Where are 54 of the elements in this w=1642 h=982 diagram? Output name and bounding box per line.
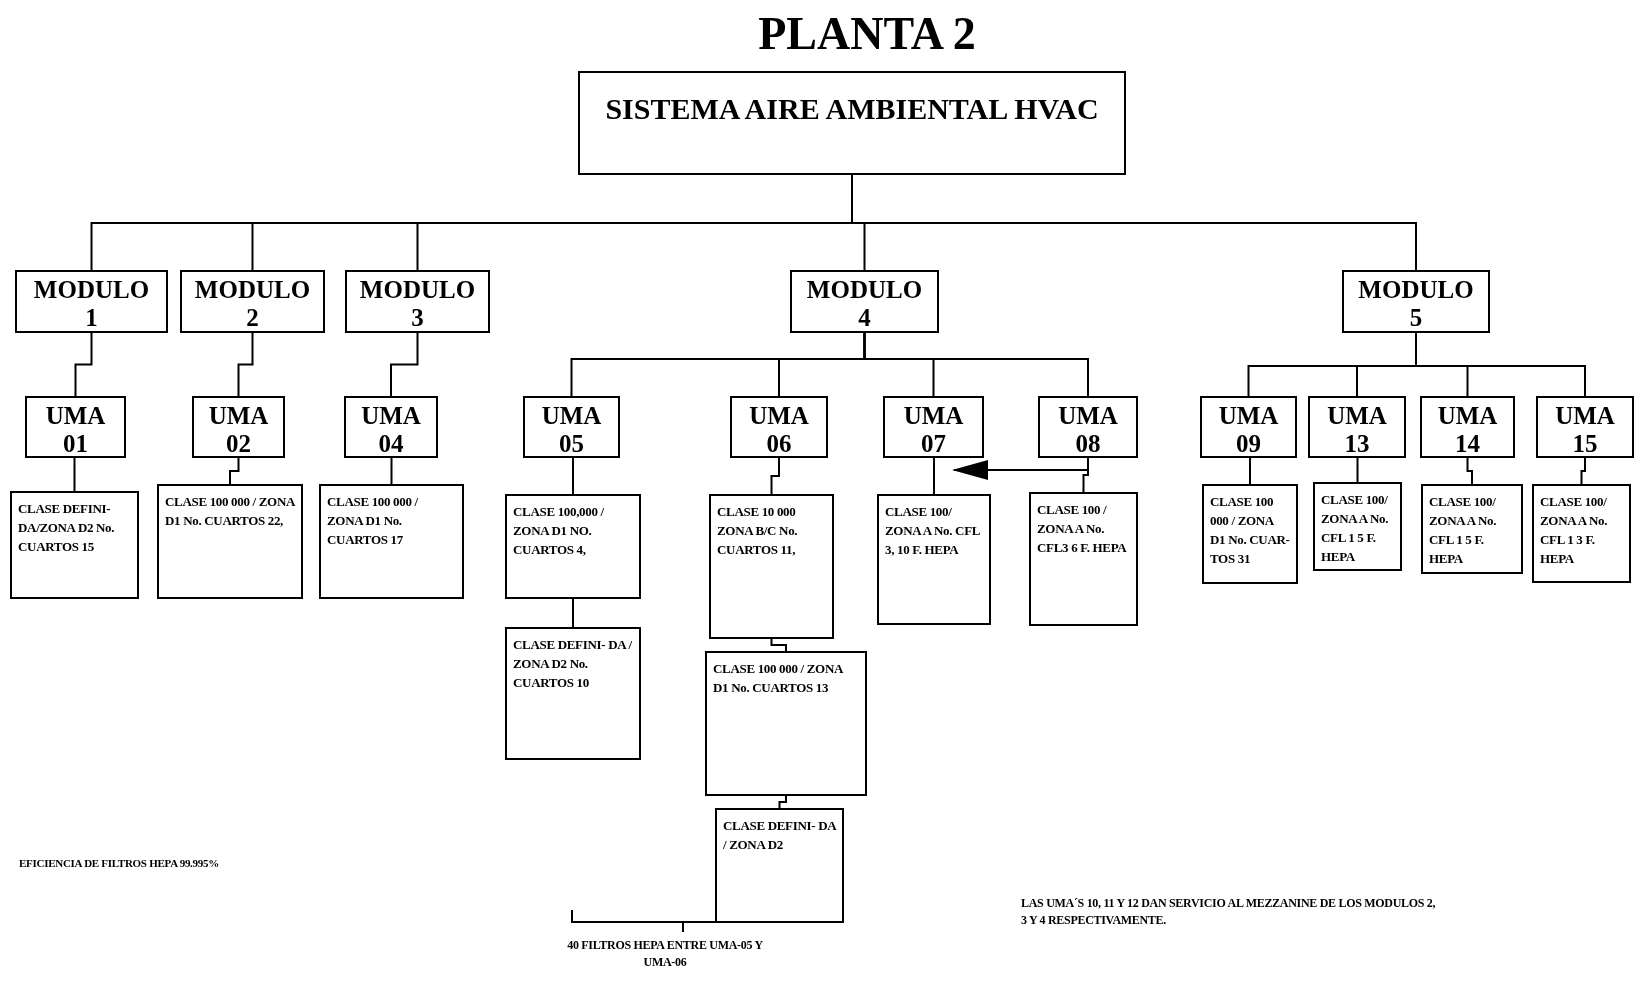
room-class-box: CLASE 100/ ZONA A No. CFL 1 5 F. HEPA <box>1421 484 1523 574</box>
room-class-box: CLASE DEFINI- DA / ZONA D2 <box>715 808 844 923</box>
room-class-box: CLASE 100 / ZONA A No. CFL3 6 F. HEPA <box>1029 492 1138 626</box>
connector-line <box>863 332 1089 397</box>
connector-line <box>572 457 574 495</box>
uma-box: UMA 05 <box>523 396 620 458</box>
uma-box: UMA 07 <box>883 396 984 458</box>
uma-box: UMA 14 <box>1420 396 1515 458</box>
room-class-box: CLASE 100 000 / ZONA D1 No. CUARTOS 17 <box>319 484 464 599</box>
connector-line <box>778 795 787 809</box>
connector-line <box>390 332 419 397</box>
connector-line <box>1580 457 1586 485</box>
uma-box: UMA 04 <box>344 396 438 458</box>
module-box: MODULO 4 <box>790 270 939 333</box>
connector-line <box>1415 332 1586 397</box>
uma-box: UMA 06 <box>730 396 828 458</box>
connector-line <box>237 332 254 397</box>
module-box: MODULO 3 <box>345 270 490 333</box>
connector-line <box>1466 457 1473 485</box>
connector-line <box>933 457 935 495</box>
connector-line <box>74 332 93 397</box>
connector-line <box>1356 457 1359 483</box>
module-box: MODULO 5 <box>1342 270 1490 333</box>
module-box: MODULO 1 <box>15 270 168 333</box>
note-text: EFICIENCIA DE FILTROS HEPA 99.995% <box>19 856 219 871</box>
connector-line <box>390 457 393 485</box>
room-class-box: CLASE 100/ ZONA A No. CFL 1 3 F. HEPA <box>1532 484 1631 583</box>
uma-box: UMA 08 <box>1038 396 1138 458</box>
note-text: LAS UMA´S 10, 11 Y 12 DAN SERVICIO AL MEZZANINE DE LOS MODULOS 2, 3 Y 4 RESPECTIVAMENTE. <box>1021 895 1437 929</box>
room-class-box: CLASE 100/ ZONA A No. CFL 3, 10 F. HEPA <box>877 494 991 625</box>
title: PLANTA 2 <box>757 7 977 61</box>
room-class-box: CLASE 100,000 / ZONA D1 NO. CUARTOS 4, <box>505 494 641 599</box>
uma-box: UMA 13 <box>1308 396 1406 458</box>
room-class-box: CLASE 10 000 ZONA B/C No. CUARTOS 11, <box>709 494 834 639</box>
bracket-label: 40 FILTROS HEPA ENTRE UMA-05 Y UMA-06 <box>566 937 764 971</box>
connector-line <box>73 457 76 492</box>
arrow <box>952 457 1089 480</box>
system-box: SISTEMA AIRE AMBIENTAL HVAC <box>578 71 1126 175</box>
connector-line <box>770 638 787 652</box>
room-class-box: CLASE 100 000 / ZONA D1 No. CUARTOS 22, <box>157 484 303 599</box>
uma-box: UMA 02 <box>192 396 285 458</box>
module-box: MODULO 2 <box>180 270 325 333</box>
uma-box: UMA 09 <box>1200 396 1297 458</box>
connector-line <box>1249 457 1251 485</box>
connector-line <box>770 457 780 495</box>
room-class-box: CLASE DEFINI- DA/ZONA D2 No. CUARTOS 15 <box>10 491 139 599</box>
connector-line <box>572 598 574 628</box>
connector-line <box>229 457 240 485</box>
room-class-box: CLASE DEFINI- DA / ZONA D2 No. CUARTOS 10 <box>505 627 641 760</box>
room-class-box: CLASE 100 000 / ZONA D1 No. CUAR- TOS 31 <box>1202 484 1298 584</box>
room-class-box: CLASE 100 000 / ZONA D1 No. CUARTOS 13 <box>705 651 867 796</box>
uma-box: UMA 01 <box>25 396 126 458</box>
uma-box: UMA 15 <box>1536 396 1634 458</box>
room-class-box: CLASE 100/ ZONA A No. CFL 1 5 F. HEPA <box>1313 482 1402 571</box>
